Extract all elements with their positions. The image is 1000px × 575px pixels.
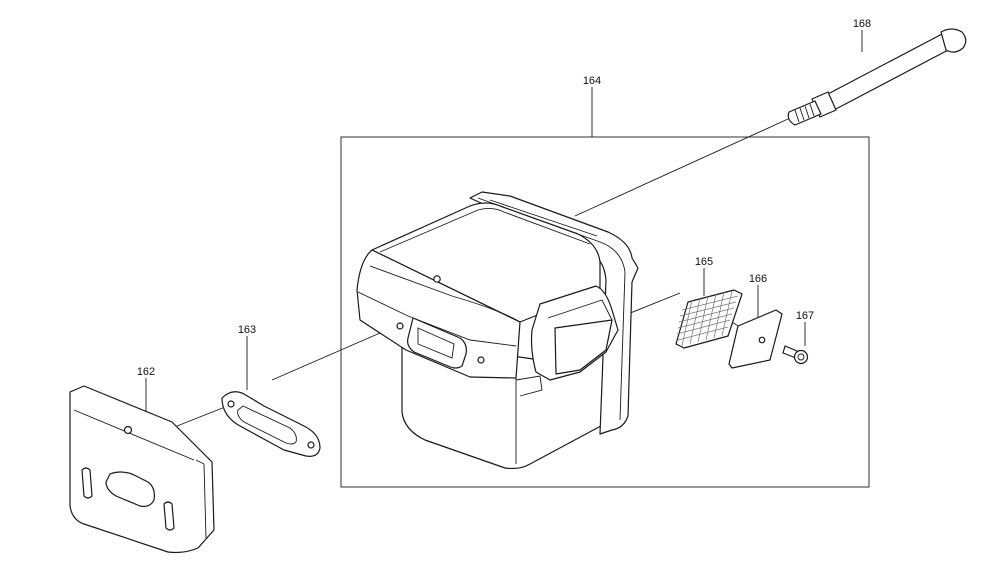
label-162: 162 [137,366,155,378]
label-164: 164 [583,75,601,87]
part-165-spark-screen[interactable] [675,289,743,349]
label-163: 163 [238,324,256,336]
assembly-frame-164 [340,136,870,488]
label-165: 165 [695,256,713,268]
part-162-heat-shield[interactable] [69,385,215,554]
part-167-screw[interactable] [782,345,809,365]
part-163-gasket[interactable] [221,391,321,457]
label-168: 168 [853,18,871,30]
label-166: 166 [749,273,767,285]
part-164-muffler[interactable] [356,191,639,470]
part-168-bolt[interactable] [787,28,967,126]
label-167: 167 [796,310,814,322]
part-166-cover-plate[interactable] [728,309,783,369]
